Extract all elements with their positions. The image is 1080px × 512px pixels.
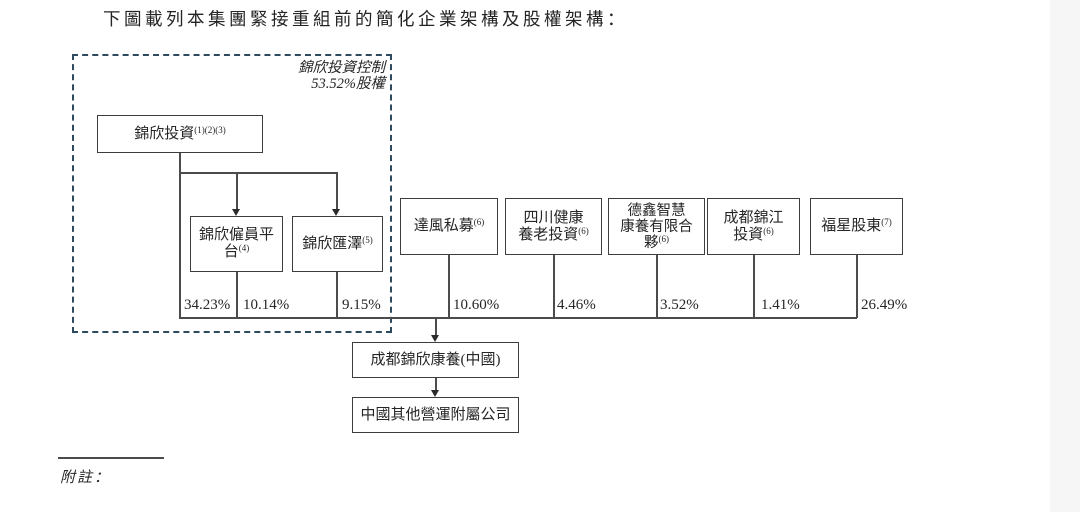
node-sichuan-health: 四川健康 養老投資(6) (505, 198, 602, 255)
pct-fuxing-shareholders: 26.49% (861, 297, 908, 313)
node-label: 錦欣匯澤(5) (302, 234, 373, 252)
node-label-line1: 錦欣僱員平 (198, 227, 274, 243)
arrowhead-subsidiaries (431, 390, 439, 397)
connector-jinxin-direct (179, 153, 181, 318)
page-edge-strip (1050, 0, 1080, 512)
control-note-line2: 53.52%股權 (311, 76, 385, 92)
connector-drop-subsidiaries (435, 378, 437, 391)
node-jinxin-huize: 錦欣匯澤(5) (292, 216, 383, 272)
node-label-line1: 德鑫智慧 (627, 202, 686, 219)
node-label-line2: 康養有限合 (620, 218, 693, 235)
node-label: 成都錦欣康養(中國) (370, 351, 501, 368)
node-dexin-partnership: 德鑫智慧 康養有限合 夥(6) (608, 198, 705, 255)
control-note: 錦欣投資控制 53.52%股權 (195, 60, 385, 92)
pct-dexin-partnership: 3.52% (660, 297, 699, 313)
connector-huize-down (336, 272, 338, 318)
connector-dexin-down (656, 255, 658, 318)
node-label-line2: 台(4) (223, 243, 250, 261)
node-label: 中國其他營運附屬公司 (360, 406, 511, 423)
control-group-dashed-box (72, 54, 392, 333)
node-label-line3: 夥(6) (644, 233, 669, 251)
node-label: 達風私募(6) (413, 217, 485, 235)
section-title: 下圖載列本集團緊接重組前的簡化企業架構及股權架構： (103, 9, 628, 29)
node-label: 錦欣投資(1)(2)(3) (134, 124, 226, 142)
footnote-label: 附註： (60, 470, 112, 486)
connector-drop-employee-platform (236, 172, 238, 210)
pct-dafeng-private-fund: 10.60% (453, 297, 500, 313)
connector-bus-horizontal (179, 317, 857, 319)
connector-drop-company (435, 317, 437, 336)
pct-jinxin-investment: 34.23% (184, 297, 231, 313)
node-employee-platform: 錦欣僱員平 台(4) (190, 216, 283, 272)
pct-sichuan-health: 4.46% (557, 297, 596, 313)
node-label-line2: 投資(6) (733, 225, 774, 243)
connector-drop-huize (336, 172, 338, 210)
node-label-line2: 養老投資(6) (518, 225, 589, 243)
node-label-line1: 四川健康 (523, 209, 584, 226)
arrowhead-employee-platform (232, 209, 240, 216)
node-jinxin-investment: 錦欣投資(1)(2)(3) (97, 115, 263, 153)
node-label: 福星股東(7) (821, 217, 892, 235)
node-chengdu-jinjiang: 成都錦江 投資(6) (707, 198, 800, 255)
connector-sichuan-down (553, 255, 555, 318)
pct-chengdu-jinjiang: 1.41% (761, 297, 800, 313)
pct-jinxin-huize: 9.15% (342, 297, 381, 313)
arrowhead-huize (332, 209, 340, 216)
node-dafeng-private-fund: 達風私募(6) (400, 198, 498, 255)
control-note-line1: 錦欣投資控制 (298, 60, 385, 76)
connector-jinjiang-down (753, 255, 755, 318)
node-other-subsidiaries: 中國其他營運附屬公司 (352, 397, 519, 433)
arrowhead-company (431, 335, 439, 342)
pct-employee-platform: 10.14% (243, 297, 290, 313)
connector-branch-horizontal (179, 172, 337, 174)
footnote-divider (58, 457, 164, 459)
node-company: 成都錦欣康養(中國) (352, 342, 519, 378)
connector-employee-platform-down (236, 272, 238, 318)
node-fuxing-shareholders: 福星股東(7) (810, 198, 903, 255)
node-label-line1: 成都錦江 (723, 209, 784, 226)
connector-dafeng-down (448, 255, 450, 318)
connector-fuxing-down (856, 255, 858, 318)
